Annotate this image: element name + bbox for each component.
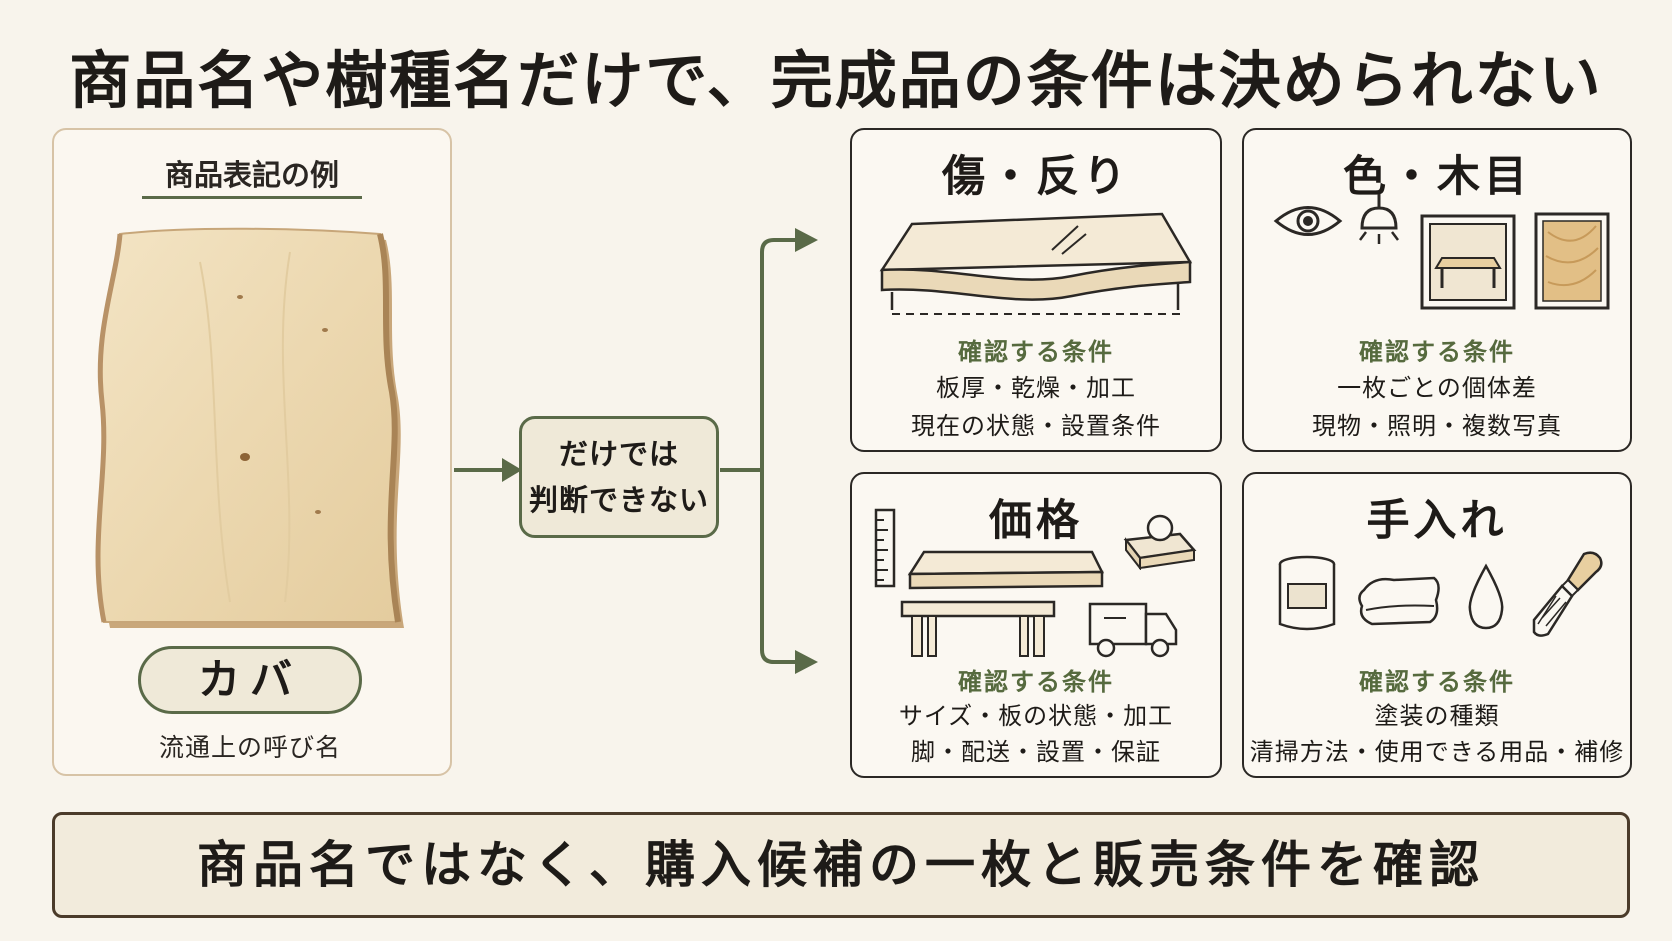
card-line1: 一枚ごとの個体差	[1337, 374, 1537, 402]
cannot-judge-line2: 判断できない	[528, 483, 709, 517]
board-icon	[907, 550, 1105, 590]
brush-icon	[1532, 551, 1603, 637]
page-title: 商品名や樹種名だけで、完成品の条件は決められない	[69, 44, 1603, 117]
card-title: 色・木目	[1343, 152, 1531, 202]
flow-connectors	[454, 228, 818, 674]
ruler-icon	[874, 508, 896, 588]
card-label: 確認する条件	[1359, 668, 1515, 696]
cloth-icon	[1358, 576, 1440, 626]
card-line2: 清掃方法・使用できる用品・補修	[1249, 738, 1625, 766]
card-line1: 塗装の種類	[1374, 702, 1500, 730]
species-name-caption: 流通上の呼び名	[158, 733, 341, 762]
table-icon	[900, 600, 1056, 657]
heading-underline	[142, 196, 362, 199]
lamp-icon	[1359, 194, 1399, 244]
wood-grain-photo-icon	[1534, 212, 1610, 310]
card-price: 価格 確認する条件 サイズ・板の状態・加工 脚・配送・設置・保証	[850, 472, 1222, 778]
card-line2: 脚・配送・設置・保証	[911, 738, 1161, 766]
card-label: 確認する条件	[1359, 338, 1515, 366]
card-line1: サイズ・板の状態・加工	[898, 702, 1174, 730]
eye-icon	[1273, 206, 1343, 236]
card-line2: 現在の状態・設置条件	[911, 412, 1161, 440]
card-title: 傷・反り	[942, 152, 1130, 202]
card-title: 価格	[989, 496, 1083, 546]
table-photo-icon	[1420, 214, 1516, 310]
product-example-heading: 商品表記の例	[164, 158, 339, 192]
cannot-judge-box: だけでは 判断できない	[519, 416, 719, 538]
paint-can-icon	[1278, 555, 1336, 631]
card-maintenance: 手入れ 確認する条件 塗装の種類 清掃方法・使用できる用品・補修	[1242, 472, 1632, 778]
conclusion-text: 商品名ではなく、購入候補の一枚と販売条件を確認	[197, 836, 1485, 894]
species-name-pill: カバ	[138, 646, 362, 714]
plane-tool-icon	[1123, 514, 1197, 570]
truck-icon	[1088, 602, 1178, 658]
card-color-grain: 色・木目 確認する条件 一枚ごとの個体差 現物・照明・複数写真	[1242, 128, 1632, 452]
cannot-judge-line1: だけでは	[558, 437, 679, 471]
card-label: 確認する条件	[958, 338, 1114, 366]
conclusion-banner: 商品名ではなく、購入候補の一枚と販売条件を確認	[52, 812, 1630, 918]
card-line1: 板厚・乾燥・加工	[936, 374, 1136, 402]
wood-slab-image	[95, 227, 404, 628]
card-line2: 現物・照明・複数写真	[1312, 412, 1562, 440]
card-title: 手入れ	[1366, 496, 1508, 546]
card-scratches-warp: 傷・反り 確認する条件 板厚・乾燥・加工 現在の状態・設置条件	[850, 128, 1222, 452]
card-label: 確認する条件	[958, 668, 1114, 696]
water-drop-icon	[1468, 563, 1504, 630]
warped-board-icon	[879, 212, 1193, 315]
